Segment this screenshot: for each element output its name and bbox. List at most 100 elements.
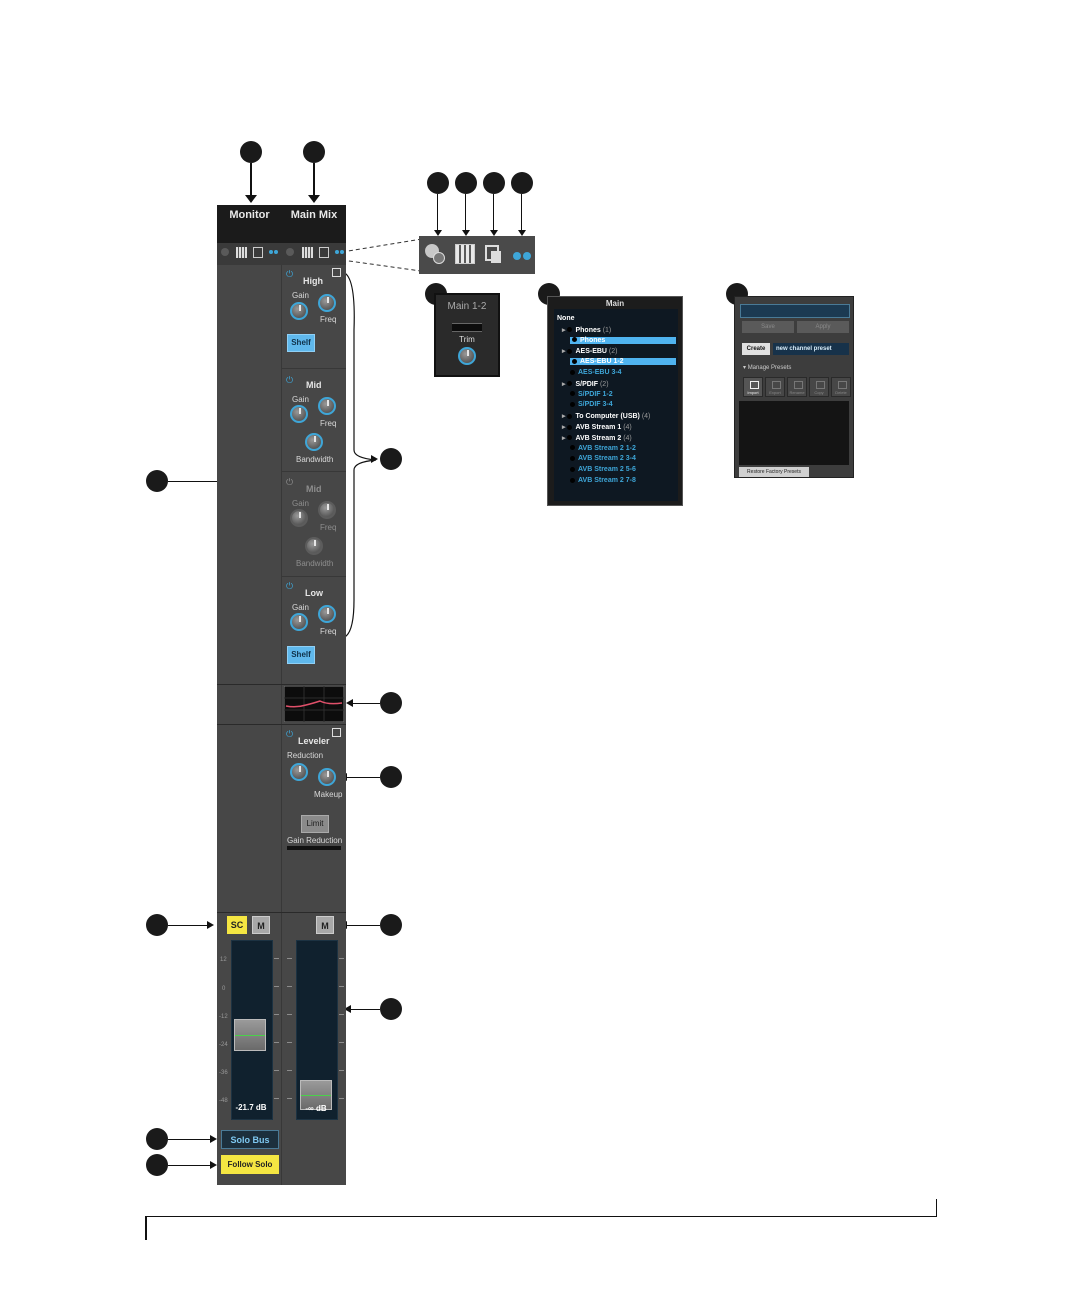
disclosure-icon[interactable]: ▸ [562, 380, 568, 388]
bandwidth-knob[interactable] [305, 433, 323, 451]
limit-button[interactable]: Limit [301, 815, 329, 833]
routing-item[interactable]: S/PDIF 1-2 [570, 391, 613, 398]
routing-item[interactable]: Phones [570, 336, 676, 344]
gain-reduction-label: Gain Reduction [287, 836, 343, 845]
preset-action-label: Rename [789, 390, 805, 395]
routing-item[interactable]: AES-EBU 3-4 [570, 369, 622, 376]
trim-popup-title: Main 1-2 [447, 301, 487, 312]
scale-label: 12 [220, 957, 227, 963]
mute-button[interactable]: M [252, 916, 270, 934]
disclosure-icon[interactable]: ▸ [562, 413, 568, 421]
apply-preset-button[interactable]: Apply [797, 321, 849, 333]
preset-action-export-button[interactable]: Export [765, 377, 785, 397]
scale-label: -36 [219, 1070, 228, 1076]
disclosure-icon[interactable]: ▸ [562, 424, 568, 431]
routing-item-label: To Computer (USB) [575, 413, 640, 421]
matrix-icon[interactable] [302, 247, 313, 258]
gain-label: Gain [292, 603, 309, 612]
matrix-zoom-icon[interactable] [455, 244, 475, 264]
footer-rule [145, 1216, 937, 1217]
bullet-icon [570, 477, 575, 483]
eq-graph[interactable] [284, 686, 344, 722]
freq-knob[interactable] [318, 397, 336, 415]
preset-action-copy-button[interactable]: Copy [809, 377, 829, 397]
gain-knob[interactable] [290, 613, 308, 631]
trim-knob[interactable] [458, 347, 476, 365]
preset-action-rename-button[interactable]: Rename [787, 377, 807, 397]
routing-item[interactable]: S/PDIF 3-4 [570, 401, 613, 408]
reduction-knob[interactable] [290, 763, 308, 781]
shelf-button[interactable]: Shelf [287, 334, 315, 352]
create-preset-button[interactable]: Create [742, 343, 770, 355]
preset-name-input[interactable]: new channel preset [773, 343, 849, 355]
routing-item[interactable]: AVB Stream 2 7-8 [570, 477, 636, 484]
manage-presets-label[interactable]: ▾ Manage Presets [743, 364, 791, 371]
disclosure-icon[interactable]: ▸ [562, 348, 568, 356]
link-icon[interactable] [269, 250, 279, 255]
solo-cue-button[interactable]: SC [227, 916, 247, 934]
power-icon[interactable]: ⏻ [286, 581, 294, 591]
preset-action-import-button[interactable]: Import [743, 377, 763, 397]
routing-item[interactable]: AVB Stream 2 5-6 [570, 466, 636, 473]
shelf-button[interactable]: Shelf [287, 646, 315, 664]
gain-knob[interactable] [290, 405, 308, 423]
matrix-icon[interactable] [236, 247, 247, 258]
bandwidth-label: Bandwidth [296, 559, 334, 568]
monitor-header[interactable]: Monitor [217, 205, 282, 243]
main-mix-header[interactable]: Main Mix [282, 205, 346, 243]
eq-copy-icon[interactable] [332, 268, 341, 277]
copy-icon[interactable] [253, 247, 263, 258]
routing-item[interactable]: None [557, 315, 575, 322]
monitor-fader-cap[interactable] [234, 1019, 266, 1051]
main-mute-button[interactable]: M [316, 916, 334, 934]
bypass-icon[interactable] [221, 248, 229, 256]
bypass-icon[interactable] [286, 248, 294, 256]
restore-factory-presets-button[interactable]: Restore Factory Presets [739, 467, 809, 477]
copy-icon[interactable] [319, 247, 329, 258]
save-preset-button[interactable]: Save [742, 321, 794, 333]
gain-knob[interactable] [290, 509, 308, 527]
routing-item[interactable]: AVB Stream 2 1-2 [570, 445, 636, 452]
leveler-copy-icon[interactable] [332, 728, 341, 737]
routing-item-count: (4) [639, 413, 651, 421]
power-icon[interactable]: ⏻ [286, 477, 294, 487]
routing-item[interactable]: ▸ AVB Stream 2 (4) [562, 434, 632, 442]
power-icon[interactable]: ⏻ [286, 375, 294, 385]
bullet-icon [570, 402, 575, 408]
fat-channel-bypass-icon[interactable] [425, 244, 445, 264]
bullet-icon [567, 435, 573, 441]
bandwidth-label: Bandwidth [296, 455, 334, 464]
routing-item[interactable]: ▸ AVB Stream 1 (4) [562, 423, 632, 431]
bandwidth-knob[interactable] [305, 537, 323, 555]
solo-bus-button[interactable]: Solo Bus [221, 1130, 279, 1149]
routing-item-count: (4) [621, 434, 632, 442]
routing-item[interactable]: ▸ To Computer (USB) (4) [562, 412, 650, 420]
gain-knob[interactable] [290, 302, 308, 320]
routing-item-label: AVB Stream 2 7-8 [578, 477, 636, 484]
routing-item[interactable]: AVB Stream 2 3-4 [570, 455, 636, 462]
bullet-icon [567, 424, 573, 430]
main-fader-cap[interactable] [300, 1080, 332, 1110]
callout-eq-disabled [146, 470, 168, 492]
copy-zoom-icon[interactable] [485, 245, 502, 264]
follow-solo-button[interactable]: Follow Solo [221, 1155, 279, 1174]
preset-action-delete-button[interactable]: Delete [831, 377, 851, 397]
power-icon[interactable]: ⏻ [286, 729, 294, 739]
routing-item[interactable]: ▸ S/PDIF (2) [562, 380, 609, 388]
leveler-title: Leveler [298, 736, 330, 746]
makeup-knob[interactable] [318, 768, 336, 786]
preset-list[interactable] [739, 401, 849, 465]
link-icon[interactable] [335, 250, 345, 255]
routing-item[interactable]: ▸ Phones (1) [562, 326, 611, 334]
disclosure-icon[interactable]: ▸ [562, 326, 568, 334]
routing-item[interactable]: AES-EBU 1-2 [570, 358, 676, 366]
freq-knob[interactable] [318, 294, 336, 312]
routing-item-label: AES-EBU 1-2 [580, 358, 624, 366]
makeup-label: Makeup [314, 790, 343, 799]
disclosure-icon[interactable]: ▸ [562, 434, 568, 442]
routing-item[interactable]: ▸ AES-EBU (2) [562, 347, 617, 355]
link-zoom-icon[interactable] [513, 252, 531, 260]
freq-knob[interactable] [318, 501, 336, 519]
power-icon[interactable]: ⏻ [286, 269, 294, 279]
freq-knob[interactable] [318, 605, 336, 623]
